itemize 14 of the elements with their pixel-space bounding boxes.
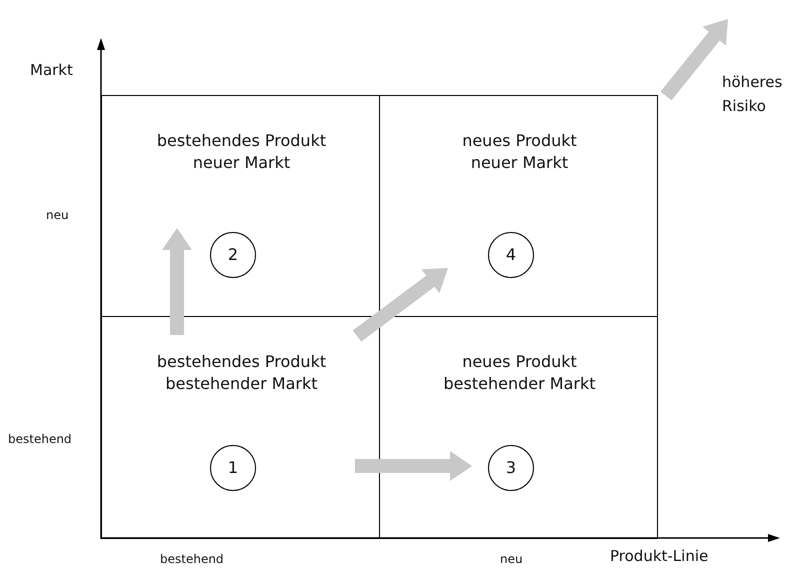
- axis-label: neu: [46, 207, 70, 224]
- axis-label: bestehend: [160, 551, 225, 568]
- quadrant-title: neues Produkt neuer Markt: [461, 130, 578, 174]
- block-arrow: [355, 451, 472, 481]
- quadrant-title: bestehendes Produkt neuer Markt: [156, 130, 328, 174]
- axis-label: Markt: [30, 60, 74, 81]
- axis-label: neu: [500, 551, 524, 568]
- quadrant-title: neues Produkt bestehender Markt: [442, 351, 596, 395]
- block-arrow: [352, 268, 448, 342]
- block-arrow: [162, 228, 192, 335]
- axis-label: höheres Risiko: [722, 72, 784, 117]
- axis-label: Produkt-Linie: [610, 546, 710, 567]
- axis-label: bestehend: [8, 431, 73, 448]
- quadrant-title: bestehendes Produkt bestehender Markt: [156, 351, 328, 395]
